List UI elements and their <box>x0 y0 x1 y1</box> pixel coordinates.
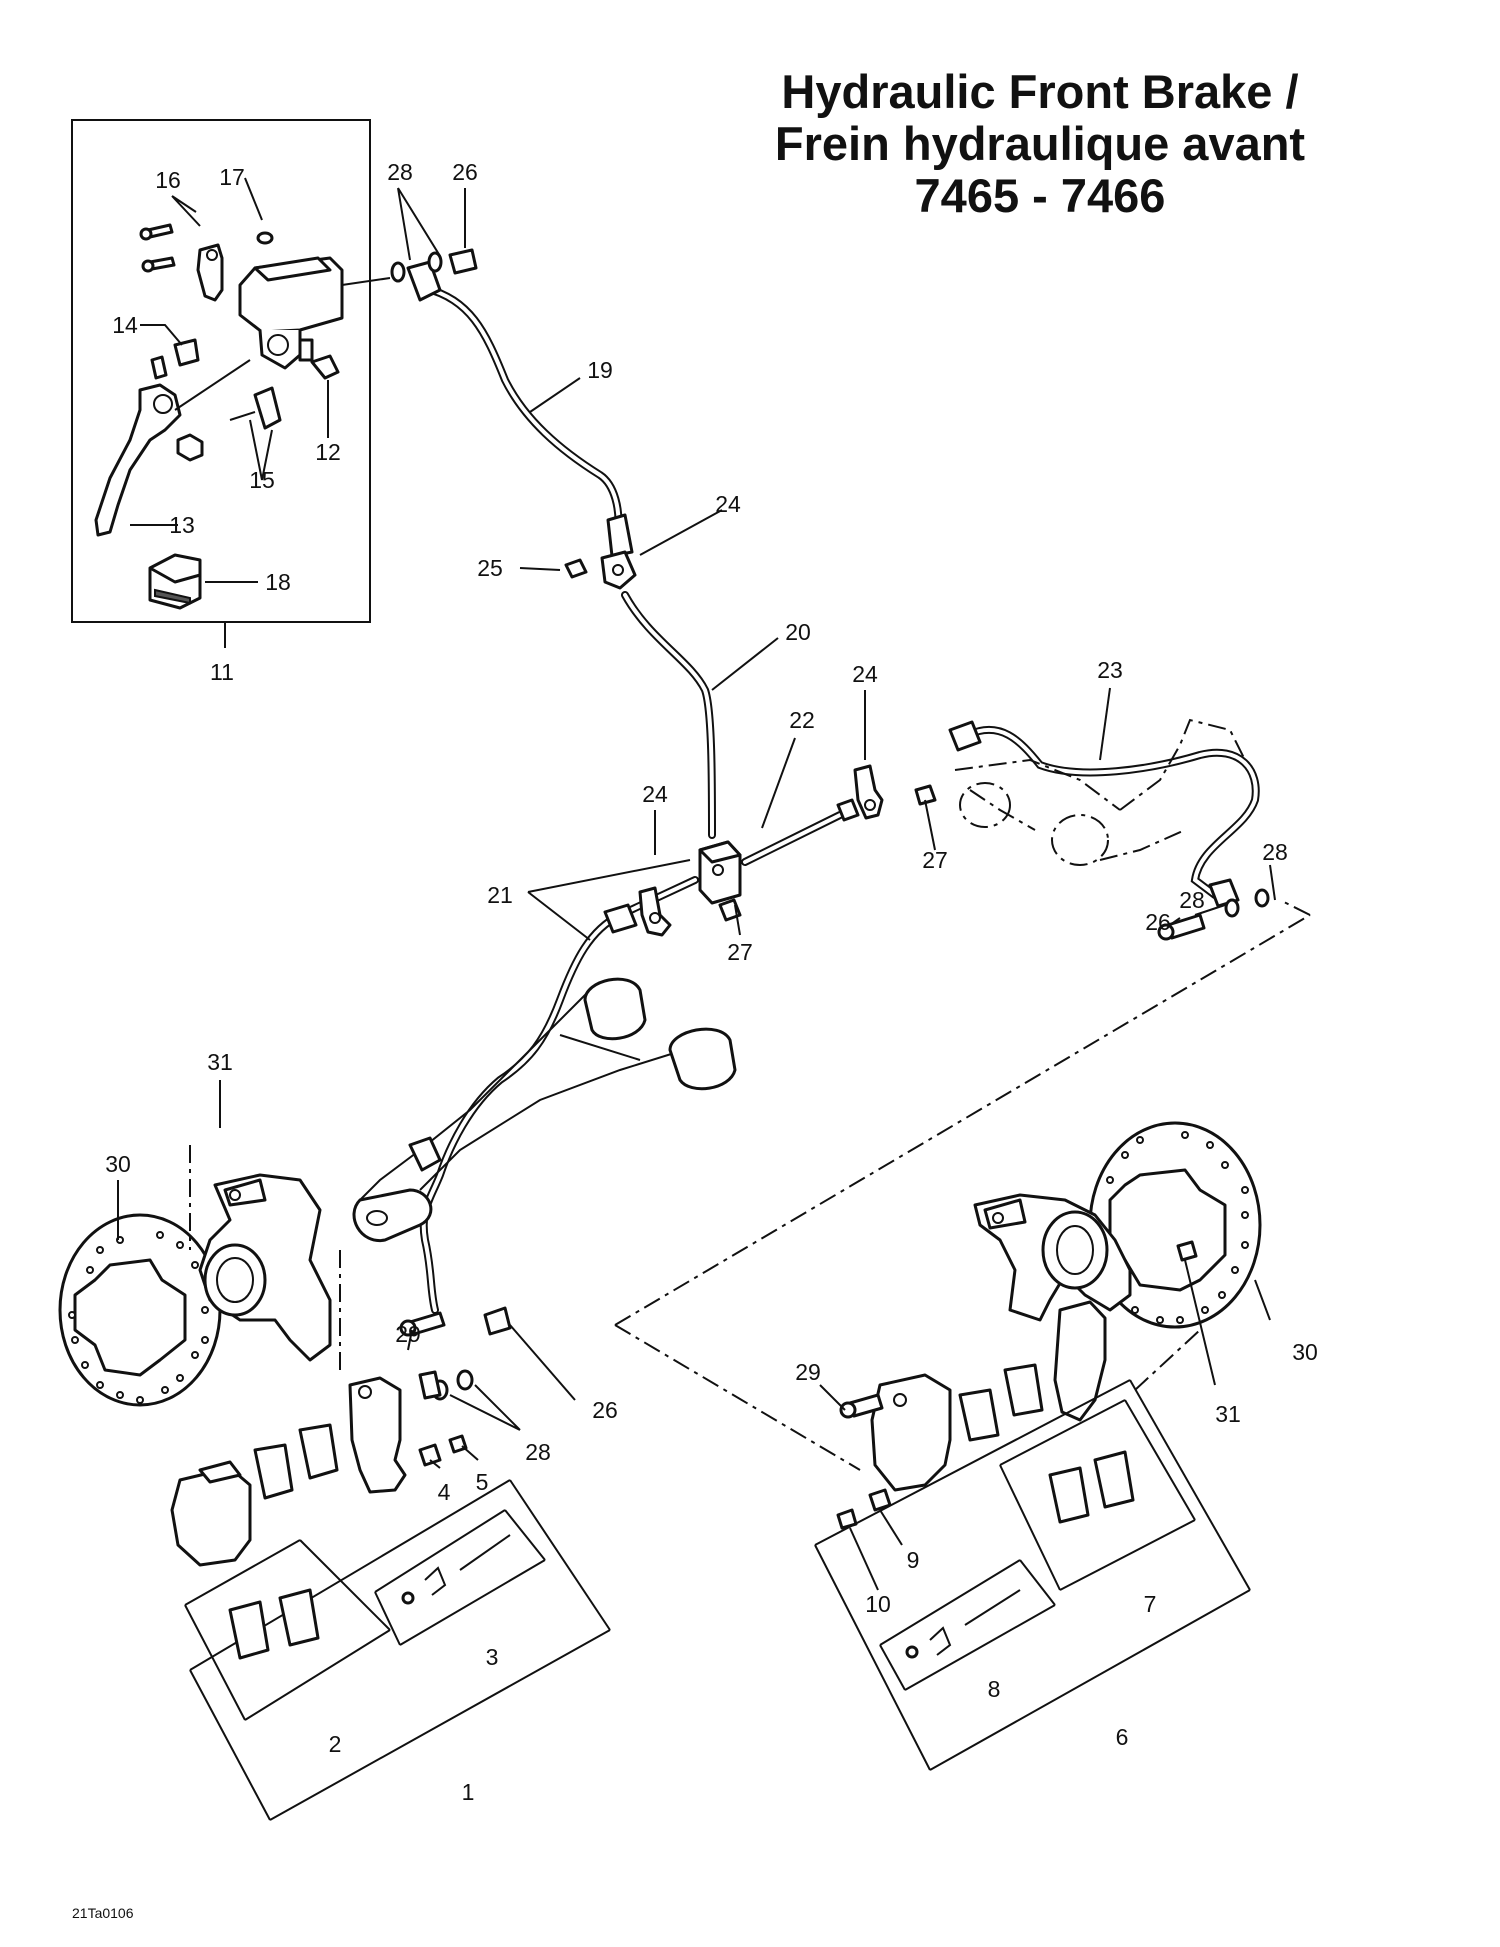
callout-19: 19 <box>587 357 613 383</box>
left-steering-knuckle <box>198 1173 332 1362</box>
title-line-english: Hydraulic Front Brake / <box>781 65 1299 118</box>
callout-15: 15 <box>249 467 275 493</box>
callout-17: 17 <box>219 164 245 190</box>
pivot-bolt-and-nut <box>173 338 204 462</box>
callout-4: 4 <box>438 1479 451 1505</box>
callout-28-top: 28 <box>387 159 413 185</box>
o-ring <box>256 231 274 245</box>
right-pad-set-box <box>999 1399 1196 1591</box>
left-hardware-kit-box <box>374 1509 546 1646</box>
callout-23: 23 <box>1097 657 1123 683</box>
callout-labels: 1 2 3 4 5 6 7 8 9 10 11 12 13 14 15 16 1… <box>105 159 1318 1805</box>
right-brake-disc <box>1088 1121 1262 1329</box>
banjo-bolt-top <box>390 248 478 283</box>
lever-pin-and-bushing <box>150 355 282 430</box>
callout-30-left: 30 <box>105 1151 131 1177</box>
right-caliper-bolt <box>839 1240 1198 1419</box>
clamp-screws <box>139 223 176 273</box>
title-line-french: Frein hydraulique avant <box>774 117 1306 170</box>
callout-28-right-b: 28 <box>1179 887 1205 913</box>
callout-6: 6 <box>1116 1724 1129 1750</box>
hose-bracket-right <box>853 764 937 820</box>
figure-reference-code: 21Ta0106 <box>72 1905 134 1921</box>
mounting-bracket <box>148 553 202 610</box>
callout-24-top: 24 <box>715 491 741 517</box>
callout-18: 18 <box>265 569 291 595</box>
callout-1: 1 <box>462 1779 475 1805</box>
master-cylinder-reservoir <box>238 256 344 370</box>
left-brake-pads <box>253 1423 339 1500</box>
brake-lever <box>94 383 182 537</box>
callout-25: 25 <box>477 555 503 581</box>
right-hardware-kit-box <box>879 1559 1056 1691</box>
callout-16: 16 <box>155 167 181 193</box>
callout-5: 5 <box>476 1469 489 1495</box>
callout-22: 22 <box>789 707 815 733</box>
callout-27-right: 27 <box>922 847 948 873</box>
right-caliper-kit-box <box>814 1379 1251 1771</box>
callout-11: 11 <box>210 659 234 685</box>
callout-2: 2 <box>329 1731 342 1757</box>
callout-24-mid: 24 <box>852 661 878 687</box>
callout-3: 3 <box>486 1644 499 1670</box>
callout-10: 10 <box>865 1591 891 1617</box>
left-banjo-bolt <box>399 1306 512 1401</box>
callout-31-right: 31 <box>1215 1401 1241 1427</box>
left-suspension-a-arm <box>352 977 737 1242</box>
callout-29-left: 29 <box>395 1321 421 1347</box>
callout-26-top: 26 <box>452 159 478 185</box>
brake-hose-left <box>419 876 699 1314</box>
callout-27-left: 27 <box>727 939 753 965</box>
brake-line-right <box>741 798 860 866</box>
callout-14: 14 <box>112 312 138 338</box>
left-bleeder-and-cap <box>418 1434 468 1467</box>
callout-29-right: 29 <box>795 1359 821 1385</box>
callout-20: 20 <box>785 619 811 645</box>
callout-24-left: 24 <box>642 781 668 807</box>
callout-7: 7 <box>1144 1591 1157 1617</box>
right-phantom-outline <box>614 899 1311 1471</box>
upper-brake-hose <box>406 260 634 558</box>
callout-30-right: 30 <box>1292 1339 1318 1365</box>
leader-lines <box>117 177 1276 1591</box>
banjo-bolt-right <box>1157 888 1270 941</box>
left-pad-set-box <box>184 1539 391 1721</box>
callout-9: 9 <box>907 1547 920 1573</box>
right-steering-knuckle <box>973 1193 1132 1322</box>
diagram-title: Hydraulic Front Brake / Frein hydrauliqu… <box>760 66 1320 222</box>
master-cylinder-kit-box <box>71 119 371 623</box>
callout-28-right-a: 28 <box>1262 839 1288 865</box>
title-line-models: 7465 - 7466 <box>914 169 1166 222</box>
callout-31-left: 31 <box>207 1049 233 1075</box>
brake-hose-right-side <box>948 720 1260 908</box>
right-brake-pads <box>958 1363 1044 1442</box>
callout-8: 8 <box>988 1676 1001 1702</box>
callout-26-right: 26 <box>1145 909 1171 935</box>
right-caliper-bracket <box>1053 1300 1107 1422</box>
right-bleeder-and-cap <box>836 1488 892 1530</box>
steel-brake-line-vertical <box>621 591 716 839</box>
handlebar-clamp <box>196 243 224 302</box>
callout-13: 13 <box>169 512 195 538</box>
callout-26-left: 26 <box>592 1397 618 1423</box>
callout-21: 21 <box>487 882 513 908</box>
left-brake-caliper <box>348 1376 407 1494</box>
left-caliper-bracket <box>170 1460 252 1567</box>
right-suspension-arm-phantom <box>954 718 1246 866</box>
brake-distribution-block <box>698 840 742 905</box>
left-brake-disc <box>58 1213 222 1407</box>
switch-clip <box>310 354 340 380</box>
callout-28-left: 28 <box>525 1439 551 1465</box>
callout-12: 12 <box>315 439 341 465</box>
hose-bracket-upper <box>564 550 637 590</box>
right-brake-caliper <box>870 1373 952 1492</box>
